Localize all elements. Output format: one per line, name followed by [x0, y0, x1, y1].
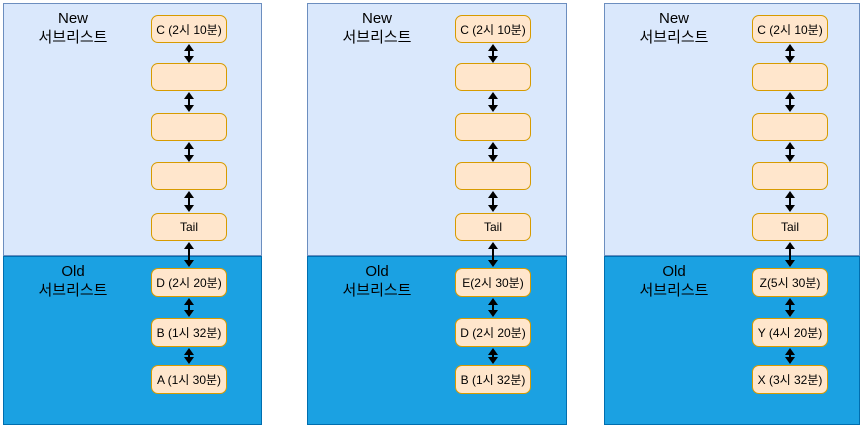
node-empty [752, 162, 828, 190]
node-old: D (2시 20분) [151, 268, 227, 297]
old-section-label-line1: Old [365, 263, 389, 280]
old-section-label: Old 서브리스트 [325, 262, 429, 300]
double-arrow-icon [487, 298, 499, 317]
double-arrow-icon [784, 142, 796, 162]
node-tail: Tail [455, 213, 531, 241]
old-section-label: Old 서브리스트 [622, 262, 726, 300]
node-tail: Tail [151, 213, 227, 241]
double-arrow-icon [784, 242, 796, 267]
double-arrow-icon [784, 191, 796, 212]
double-arrow-icon [784, 92, 796, 112]
double-arrow-icon [487, 142, 499, 162]
double-arrow-icon [183, 348, 195, 364]
node-empty [455, 162, 531, 190]
old-section-label: Old 서브리스트 [21, 262, 125, 300]
node-head: C (2시 10분) [752, 15, 828, 43]
node-old: Y (4시 20분) [752, 318, 828, 347]
new-section-label: New 서브리스트 [325, 9, 429, 47]
node-empty [151, 162, 227, 190]
new-section-label-line2: 서브리스트 [639, 29, 709, 46]
panel-3: New 서브리스트 Old 서브리스트 C (2시 10분) Tail Z(5시… [604, 3, 860, 425]
new-section-label-line1: New [361, 10, 392, 27]
old-section-label-line2: 서브리스트 [342, 282, 412, 299]
double-arrow-icon [487, 348, 499, 364]
double-arrow-icon [784, 44, 796, 63]
old-section-label-line2: 서브리스트 [38, 282, 108, 299]
double-arrow-icon [183, 92, 195, 112]
node-old: D (2시 20분) [455, 318, 531, 347]
double-arrow-icon [183, 44, 195, 63]
double-arrow-icon [487, 44, 499, 63]
new-section-label: New 서브리스트 [622, 9, 726, 47]
node-head: C (2시 10분) [151, 15, 227, 43]
node-old: E(2시 30분) [455, 268, 531, 297]
double-arrow-icon [784, 348, 796, 364]
node-empty [455, 113, 531, 141]
node-empty [752, 113, 828, 141]
node-empty [151, 113, 227, 141]
node-old: B (1시 32분) [151, 318, 227, 347]
new-section-label-line1: New [57, 10, 88, 27]
node-head: C (2시 10분) [455, 15, 531, 43]
old-section-label-line1: Old [662, 263, 686, 280]
double-arrow-icon [183, 242, 195, 267]
node-tail: Tail [752, 213, 828, 241]
double-arrow-icon [487, 242, 499, 267]
node-old: B (1시 32분) [455, 365, 531, 394]
double-arrow-icon [183, 191, 195, 212]
panel-2: New 서브리스트 Old 서브리스트 C (2시 10분) Tail E(2시… [307, 3, 567, 425]
node-empty [455, 63, 531, 91]
node-empty [151, 63, 227, 91]
new-section-label: New 서브리스트 [21, 9, 125, 47]
new-section-label-line2: 서브리스트 [342, 29, 412, 46]
old-section-label-line1: Old [61, 263, 85, 280]
new-section-label-line1: New [658, 10, 689, 27]
double-arrow-icon [784, 298, 796, 317]
double-arrow-icon [183, 298, 195, 317]
double-arrow-icon [487, 191, 499, 212]
panel-1: New 서브리스트 Old 서브리스트 C (2시 10분) Tail D (2… [3, 3, 262, 425]
node-old: X (3시 32분) [752, 365, 828, 394]
node-old: A (1시 30분) [151, 365, 227, 394]
new-section-label-line2: 서브리스트 [38, 29, 108, 46]
old-section-label-line2: 서브리스트 [639, 282, 709, 299]
double-arrow-icon [487, 92, 499, 112]
node-empty [752, 63, 828, 91]
node-old: Z(5시 30분) [752, 268, 828, 297]
double-arrow-icon [183, 142, 195, 162]
